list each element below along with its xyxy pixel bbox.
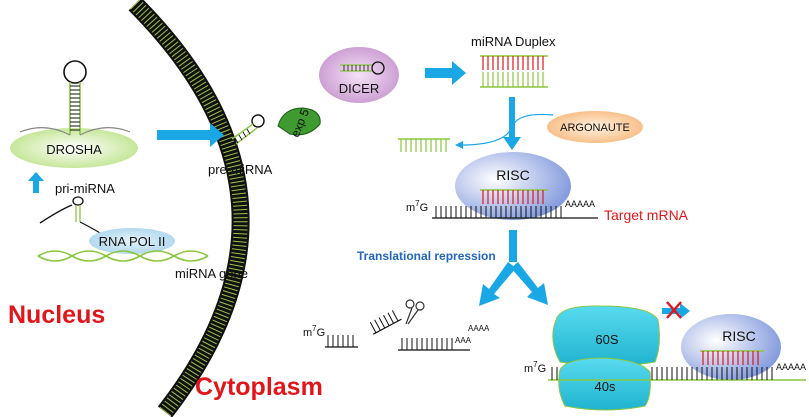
risc-complex bbox=[455, 152, 571, 220]
mirna-gene-label: miRNA gene bbox=[175, 266, 248, 281]
arrow-risc-down bbox=[509, 230, 517, 262]
argonaute-arrow-line bbox=[512, 113, 554, 126]
translational-repression-label: Translational repression bbox=[357, 249, 496, 263]
dicer-complex bbox=[319, 47, 399, 103]
ribosome-40s bbox=[558, 357, 651, 411]
target-mrna-label: Target mRNA bbox=[604, 207, 689, 223]
risc-2-guide-strand bbox=[700, 350, 764, 365]
exportin-5: exp 5 bbox=[277, 106, 321, 139]
argonaute-label: ARGONAUTE bbox=[560, 122, 630, 134]
arrow-to-ribosome bbox=[511, 262, 548, 305]
ribosome-40s-label: 40s bbox=[595, 379, 616, 394]
dicer-label: DICER bbox=[339, 81, 379, 96]
arrow-up-to-drosha bbox=[28, 172, 44, 193]
arrow-to-degradation bbox=[479, 262, 516, 306]
target-mrna-bottom bbox=[548, 367, 806, 381]
target-mrna-strand bbox=[432, 206, 598, 219]
drosha-complex bbox=[10, 128, 138, 168]
polya-tail-main: AAAAA bbox=[565, 199, 595, 209]
mirna-duplex bbox=[480, 55, 548, 88]
passenger-strand-arrow bbox=[459, 126, 513, 146]
arrow-drosha-to-premirna bbox=[157, 123, 224, 147]
passenger-arrowhead bbox=[455, 141, 463, 149]
nuclear-membrane bbox=[128, 0, 250, 417]
ribosome-60s-label: 60S bbox=[595, 332, 618, 347]
pre-mirna-hairpin bbox=[231, 114, 265, 145]
polya-tail-right: AAAAA bbox=[776, 362, 806, 372]
drosha-label: DROSHA bbox=[46, 142, 102, 157]
m7g-cap-left: m7G bbox=[303, 324, 325, 339]
mrna-fragment-right bbox=[398, 338, 470, 351]
arrow-duplex-to-risc bbox=[503, 97, 521, 150]
argonaute-protein bbox=[547, 111, 643, 143]
risc-guide-strand bbox=[480, 189, 548, 204]
pri-mirna-hairpin bbox=[19, 60, 131, 136]
polya-aaa: AAA bbox=[455, 336, 472, 345]
pre-mirna-label: pre-miRNA bbox=[208, 162, 273, 177]
mirna-duplex-label: miRNA Duplex bbox=[471, 34, 556, 49]
nucleus-label: Nucleus bbox=[8, 301, 105, 329]
rna-pol-ii-label: RNA POL II bbox=[99, 234, 166, 249]
risc-2-label: RISC bbox=[722, 328, 755, 344]
polya-aaaa: AAAA bbox=[468, 324, 490, 333]
dicer-hairpin bbox=[340, 61, 385, 75]
risc-complex-2 bbox=[681, 314, 781, 380]
mrna-fragment-left bbox=[325, 335, 358, 348]
passenger-strand bbox=[398, 138, 450, 152]
scissors-icon bbox=[405, 299, 425, 325]
blocked-x-icon bbox=[666, 301, 682, 319]
mirna-gene-dna bbox=[37, 250, 209, 262]
rna-pol-ii bbox=[89, 228, 175, 254]
pri-mirna-label: pri-miRNA bbox=[55, 181, 115, 196]
risc-label: RISC bbox=[496, 167, 529, 183]
ribosome-60s bbox=[552, 305, 660, 367]
mrna-fragment-middle bbox=[369, 310, 402, 335]
arrow-dicer-to-duplex bbox=[425, 61, 466, 85]
m7g-cap-main: m7G bbox=[406, 199, 428, 214]
m7g-cap-bottom: m7G bbox=[524, 360, 546, 375]
nuclear-membrane-hatch bbox=[130, 0, 248, 417]
cytoplasm-label: Cytoplasm bbox=[195, 373, 323, 401]
